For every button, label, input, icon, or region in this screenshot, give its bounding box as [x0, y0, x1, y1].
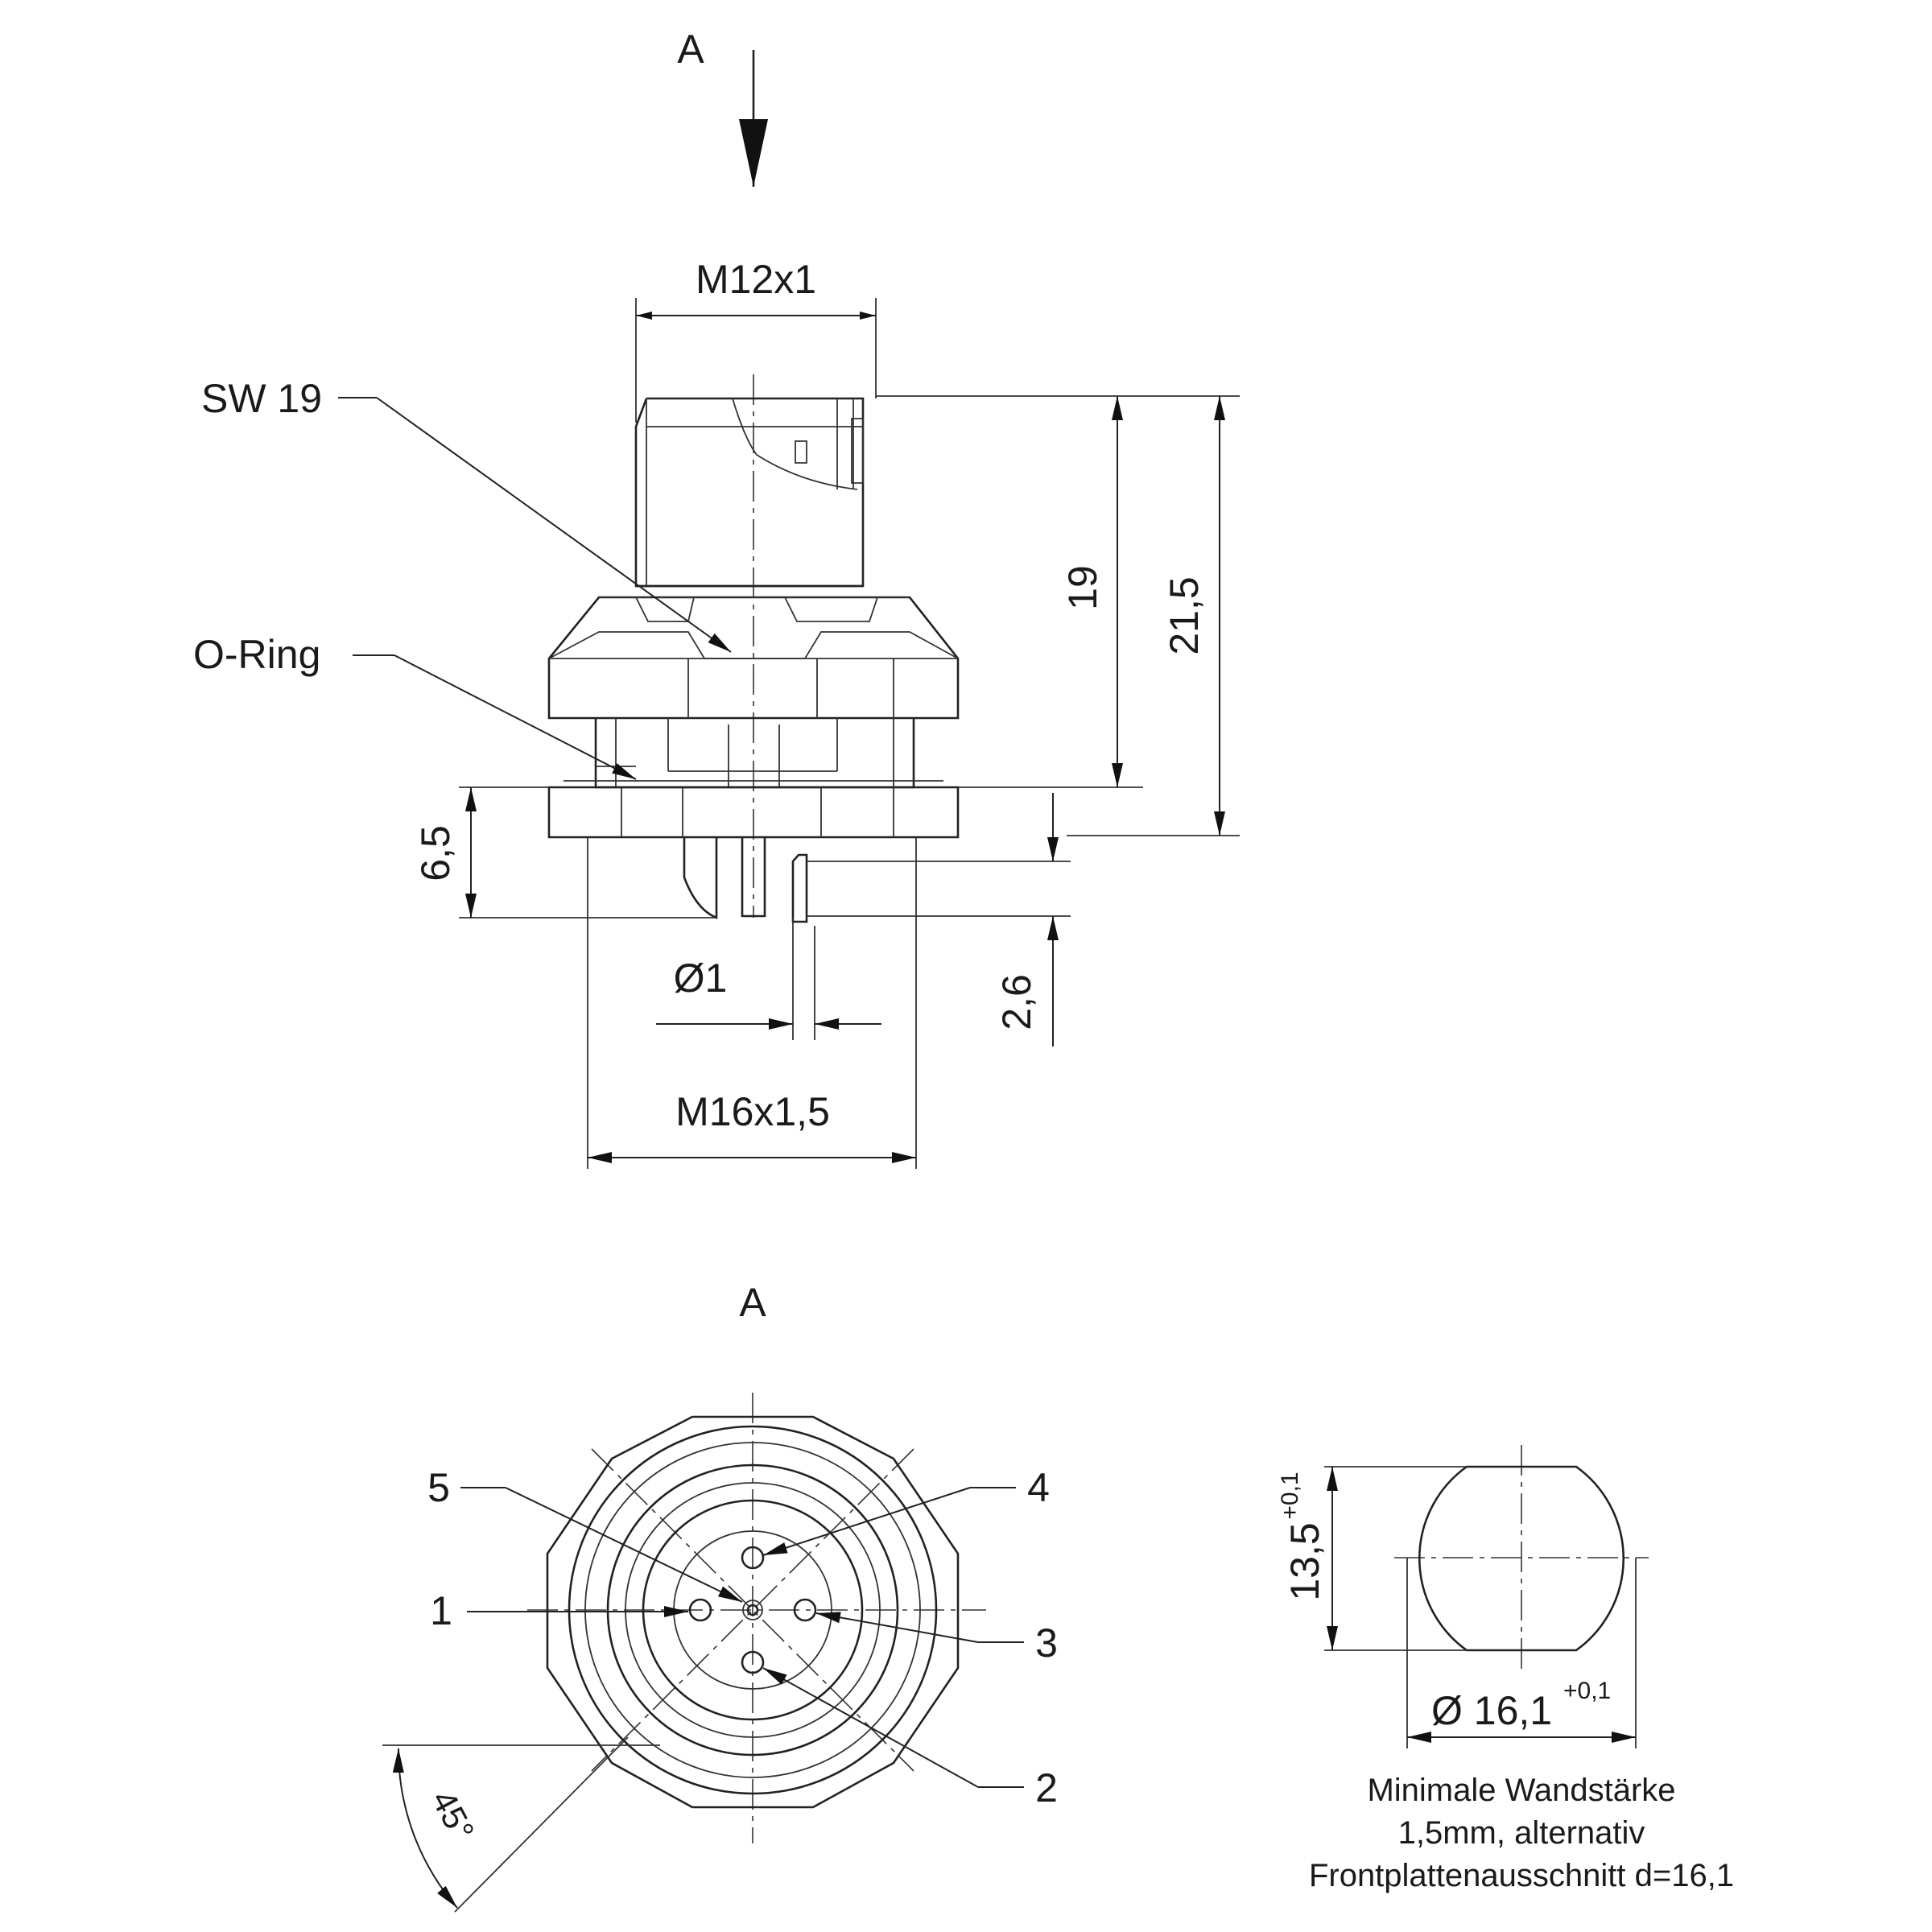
svg-text:4: 4: [1027, 1465, 1050, 1510]
oring-callout: O-Ring: [193, 632, 637, 780]
hex-nut: [547, 584, 960, 720]
thread-section: [594, 718, 915, 789]
svg-text:3: 3: [1035, 1620, 1058, 1666]
pin-callout-5: 5: [427, 1465, 743, 1603]
svg-text:1,5mm, alternativ: 1,5mm, alternativ: [1398, 1815, 1645, 1851]
dim-6-5: 6,5: [413, 786, 716, 919]
dim-6-5-label: 6,5: [413, 825, 458, 881]
dim-2-6: 2,6: [807, 793, 1071, 1046]
thread-bottom-label: M16x1,5: [675, 1089, 830, 1134]
oring-label: O-Ring: [193, 632, 320, 677]
pin-callout-1: 1: [430, 1588, 688, 1633]
dim-height: 19 21,5: [876, 395, 1240, 836]
panel-cutout: 13,5 +0,1 Ø 16,1 +0,1 Minimale Wandstärk…: [1277, 1445, 1734, 1893]
cutout-note: Minimale Wandstärke 1,5mm, alternativ Fr…: [1309, 1773, 1734, 1893]
nut-outline: [546, 1415, 960, 1809]
pin-holes: [688, 1546, 817, 1674]
wrench-size-callout: SW 19: [201, 376, 732, 653]
flange: [547, 780, 960, 839]
svg-text:1: 1: [430, 1588, 452, 1633]
receptacle-body: [634, 397, 865, 588]
view-marker-bottom: A: [739, 1280, 766, 1325]
pin-callout-4: 4: [762, 1465, 1050, 1556]
cutout-outline: [1418, 1465, 1625, 1652]
dim-pin-diameter: Ø1: [656, 918, 881, 1040]
cutout-height-label: 13,5: [1282, 1522, 1327, 1600]
connector-pins: [683, 837, 808, 923]
pin-diameter-label: Ø1: [674, 956, 728, 1001]
angle-label: 45°: [424, 1784, 481, 1847]
cutout-diameter-label: Ø 16,1: [1431, 1688, 1552, 1733]
dim-21-5-label: 21,5: [1162, 576, 1207, 654]
pin-callout-2: 2: [762, 1667, 1058, 1810]
side-view: A: [193, 27, 1240, 1169]
cutout-diameter-tolerance: +0,1: [1563, 1678, 1611, 1704]
svg-text:2: 2: [1035, 1765, 1058, 1810]
view-arrow-a: A: [677, 27, 768, 187]
svg-text:5: 5: [427, 1465, 450, 1510]
wrench-size-label: SW 19: [201, 376, 322, 421]
dim-m12: M12x1: [635, 257, 877, 423]
dim-m16: M16x1,5: [587, 837, 917, 1169]
dim-2-6-label: 2,6: [994, 974, 1039, 1030]
svg-text:Frontplattenausschnitt d=16,1: Frontplattenausschnitt d=16,1: [1309, 1858, 1734, 1893]
angle-dimension: 45°: [382, 1736, 660, 1913]
front-view: A 5 4: [382, 1280, 1058, 1913]
dim-cutout-height: 13,5 +0,1: [1277, 1466, 1467, 1651]
view-marker-top: A: [677, 27, 704, 72]
dim-cutout-diameter: Ø 16,1 +0,1: [1406, 1558, 1637, 1748]
svg-text:Minimale Wandstärke: Minimale Wandstärke: [1367, 1773, 1675, 1808]
thread-top-label: M12x1: [696, 257, 816, 302]
pin-callout-3: 3: [815, 1612, 1058, 1666]
dim-19-label: 19: [1060, 565, 1105, 610]
cutout-height-tolerance: +0,1: [1277, 1472, 1303, 1519]
